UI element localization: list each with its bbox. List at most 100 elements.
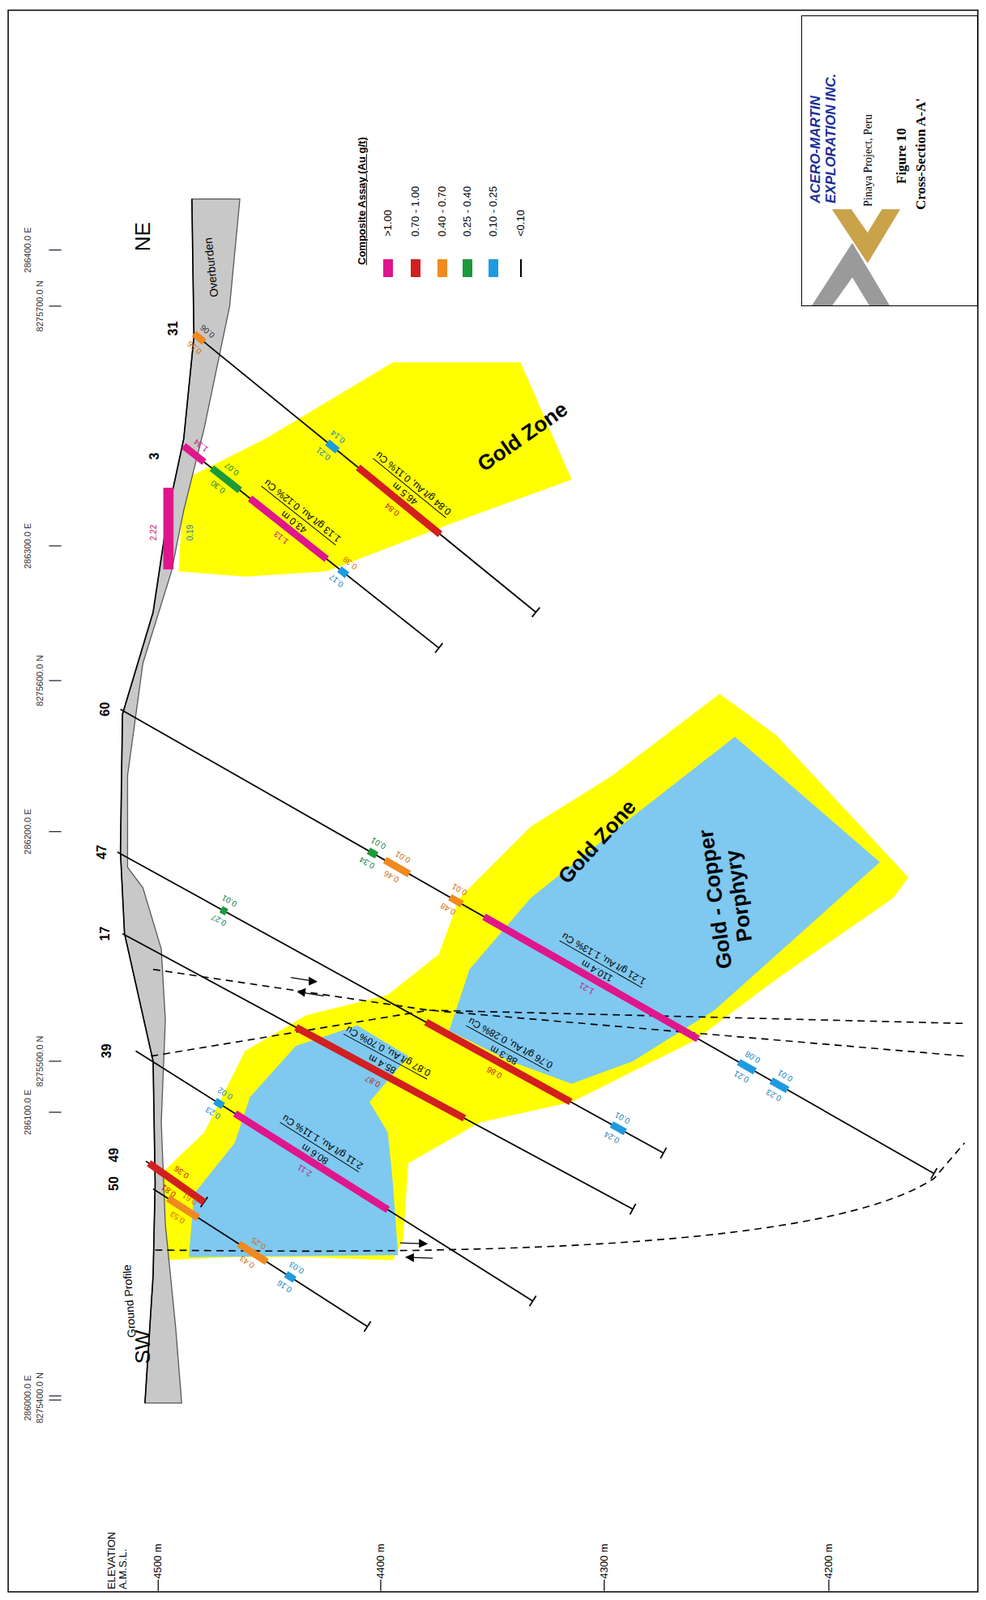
legend-text: 0.25 - 0.40 bbox=[461, 186, 474, 237]
legend-text: 0.40 - 0.70 bbox=[435, 186, 448, 237]
drill-hole bbox=[122, 934, 633, 1210]
assay-interval bbox=[215, 1101, 224, 1106]
assay-interval bbox=[285, 1274, 295, 1281]
figure-title: Cross-Section A-A' bbox=[913, 98, 930, 210]
assay-value: 0.16 bbox=[275, 1278, 294, 1295]
hole-end bbox=[532, 607, 541, 618]
assay-value: 0.43 bbox=[237, 1254, 256, 1271]
axis-title: ELEVATION A.M.S.L. bbox=[106, 1523, 130, 1590]
fault-arrow bbox=[419, 1239, 427, 1247]
assay-value: 0.17 bbox=[327, 572, 346, 590]
elevation-label: 4400 m bbox=[375, 1543, 387, 1579]
tick bbox=[48, 680, 61, 682]
hole-end bbox=[529, 1296, 537, 1307]
drill-hole bbox=[136, 1050, 534, 1302]
drill-hole bbox=[117, 852, 664, 1154]
grid-coordinate: 286100.0 E bbox=[22, 1089, 33, 1136]
fault bbox=[150, 1010, 965, 1057]
hole-number: 49 bbox=[106, 1148, 122, 1163]
assay-value: 0.01 bbox=[369, 835, 388, 851]
zone-label: Gold Zone bbox=[473, 397, 572, 477]
legend-text: 0.70 - 1.00 bbox=[409, 186, 422, 237]
elevation-label: 4300 m bbox=[598, 1543, 611, 1579]
project-name: Pinaya Project, Peru bbox=[862, 114, 875, 207]
assay-value: 0.01 bbox=[393, 849, 412, 866]
legend-swatch bbox=[520, 259, 522, 278]
tick bbox=[157, 1579, 159, 1592]
zone-label: Gold Zone bbox=[553, 795, 641, 889]
tick bbox=[828, 1579, 829, 1592]
tick bbox=[48, 1395, 61, 1396]
legend-swatch bbox=[410, 259, 421, 278]
assay-value: 0.87 bbox=[362, 1073, 381, 1089]
drill-hole bbox=[120, 708, 935, 1174]
legend-text: <0.10 bbox=[514, 209, 526, 237]
assay-value: 0.02 bbox=[216, 1086, 235, 1103]
assay-value: 0.08 bbox=[742, 1049, 761, 1065]
surface-sample bbox=[163, 487, 175, 570]
assay-interval bbox=[738, 1062, 756, 1072]
assay-value: 0.21 bbox=[732, 1068, 751, 1085]
elevation-ticks bbox=[157, 1579, 829, 1592]
assay-value: 0.27 bbox=[209, 913, 227, 929]
fault bbox=[153, 969, 965, 1057]
hole-end bbox=[363, 1321, 371, 1332]
assay-value: 2.22 bbox=[148, 525, 158, 541]
legend-text: >1.00 bbox=[382, 209, 394, 237]
legend-swatch bbox=[383, 259, 393, 278]
assay-value: 0.81 bbox=[159, 1182, 178, 1200]
assay-value: 0.53 bbox=[167, 1209, 186, 1226]
assay-interval bbox=[149, 1163, 205, 1203]
figure-number: Figure 10 bbox=[894, 128, 910, 184]
assay-value: 1.34 bbox=[192, 436, 210, 454]
tick bbox=[379, 1579, 381, 1592]
assay-value: 0.23 bbox=[204, 1105, 222, 1122]
assay-value: 0.01 bbox=[220, 893, 239, 910]
assay-value: 1.13 bbox=[272, 529, 291, 547]
hole-number: 47 bbox=[94, 845, 110, 860]
tick bbox=[48, 1111, 61, 1113]
zone-label: Gold - Copper Porphyry bbox=[691, 810, 762, 986]
assay-value: 0.46 bbox=[382, 869, 401, 885]
hole-number: 17 bbox=[98, 926, 113, 942]
ground-label: Ground Profile bbox=[120, 1263, 139, 1338]
gold-zone-upper bbox=[178, 362, 572, 577]
elevation-label: 4200 m bbox=[823, 1543, 835, 1579]
assay-interval bbox=[483, 917, 698, 1040]
assay-value: 1.21 bbox=[577, 980, 596, 996]
overburden-band bbox=[120, 199, 240, 1404]
assay-interval bbox=[221, 909, 227, 913]
assay-value: 0.06 bbox=[198, 323, 217, 341]
hole-number: 3 bbox=[148, 452, 163, 461]
grid-coordinate: 8275700.0 N bbox=[34, 280, 45, 332]
grid-coordinate: 286400.0 E bbox=[22, 226, 33, 273]
ground-surface bbox=[120, 199, 195, 1404]
hole-end bbox=[435, 643, 443, 654]
hole-number: 50 bbox=[106, 1176, 122, 1191]
fault bbox=[154, 1143, 965, 1252]
legend-title: Composite Assay (Au g/t) bbox=[356, 136, 368, 265]
assay-interval bbox=[339, 569, 347, 576]
grid-coordinate: 8275400.0 N bbox=[34, 1372, 45, 1424]
legend-swatch bbox=[437, 259, 448, 278]
assay-value: 0.30 bbox=[209, 478, 227, 496]
legend-text: 0.10 - 0.25 bbox=[486, 186, 499, 237]
gold-zone-lower bbox=[157, 694, 909, 1261]
title-block: ACERO-MARTIN EXPLORATION INC. Pinaya Proj… bbox=[801, 15, 978, 307]
hole-end bbox=[630, 1203, 636, 1215]
assay-value: 0.07 bbox=[222, 460, 241, 479]
logo-chevron bbox=[811, 243, 891, 307]
grid-coordinate: 286300.0 E bbox=[22, 523, 33, 569]
drill-hole bbox=[153, 1188, 368, 1327]
company-name: ACERO-MARTIN EXPLORATION INC. bbox=[808, 49, 839, 204]
assay-value: 0.14 bbox=[328, 427, 347, 445]
ground-label: Overburden bbox=[201, 236, 221, 298]
hole-end bbox=[930, 1168, 937, 1179]
grid-coordinate: 8275600.0 N bbox=[34, 655, 45, 707]
hole-number: 31 bbox=[166, 321, 181, 337]
grid-coordinate: 8275500.0 N bbox=[34, 1035, 45, 1087]
assay-interval bbox=[611, 1124, 626, 1132]
fault-arrow bbox=[298, 989, 306, 997]
frame bbox=[8, 10, 978, 1593]
